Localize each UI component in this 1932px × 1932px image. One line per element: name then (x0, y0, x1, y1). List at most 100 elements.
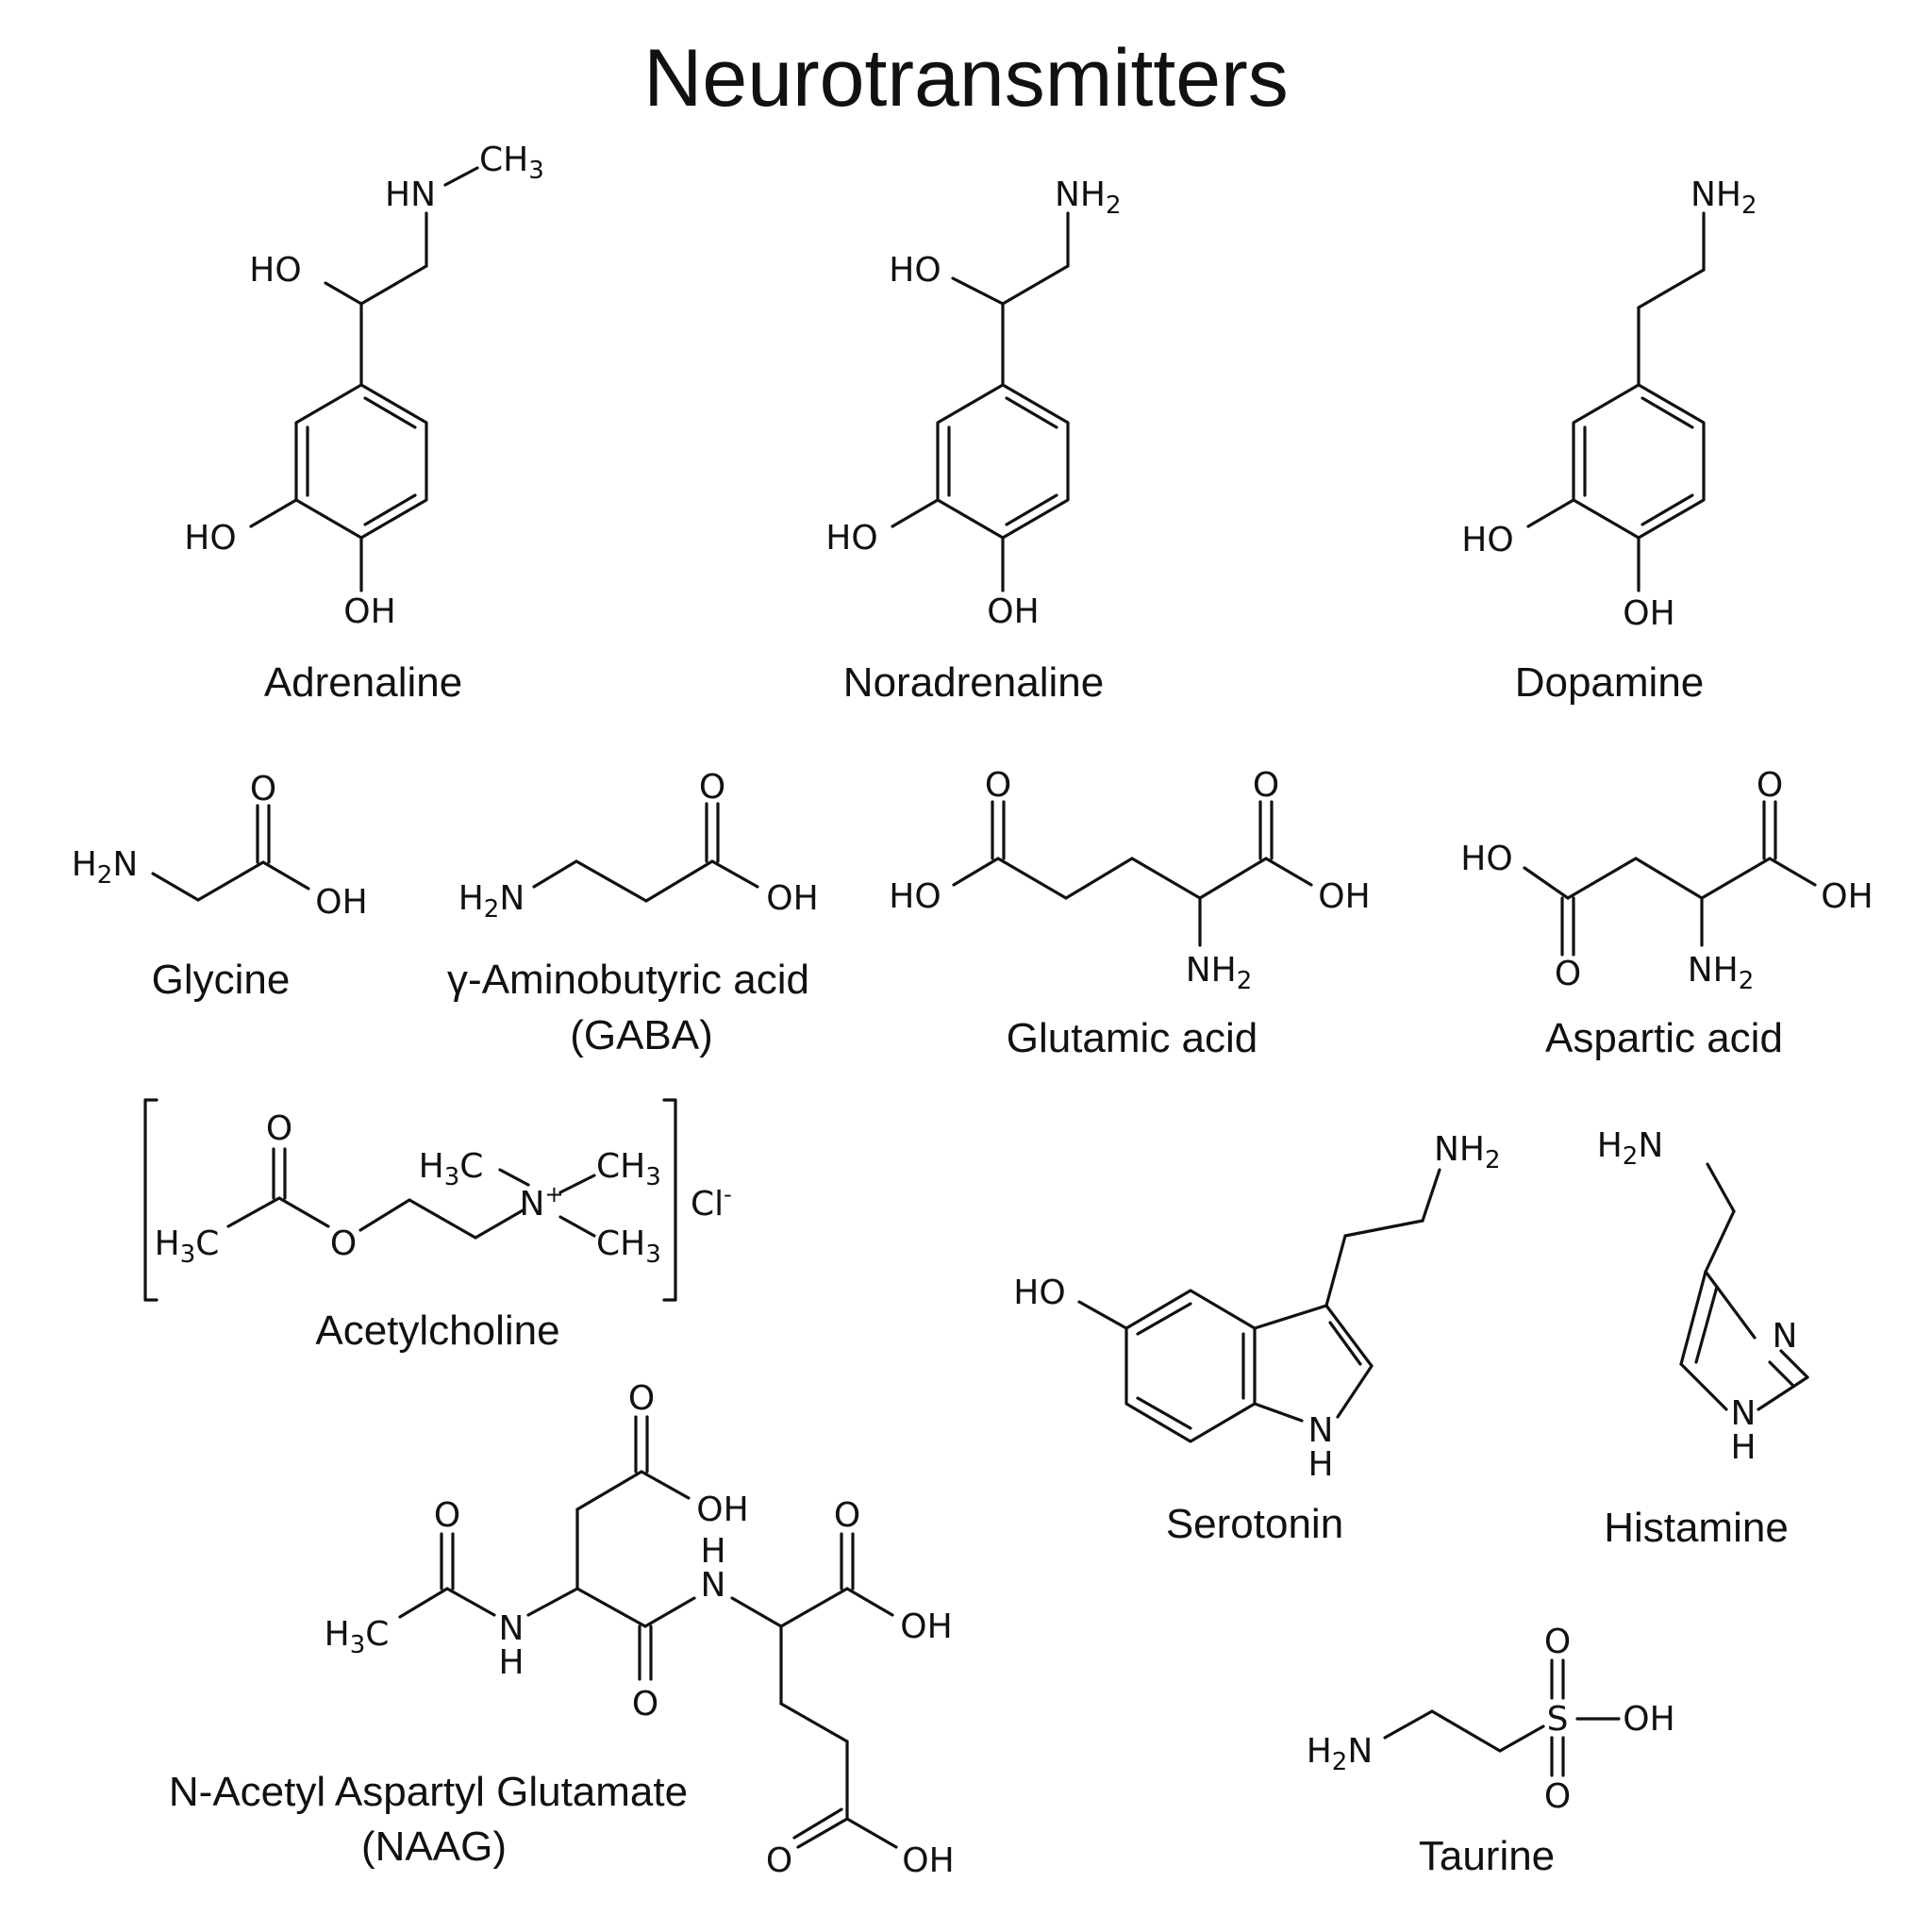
aspartic-acid-bonds (1523, 800, 1817, 957)
aspartic-acid-name: Aspartic acid (1545, 1015, 1783, 1061)
naag-nh2-h: H (700, 1532, 725, 1571)
serotonin-structure: HO NH2 N H Serotonin (1013, 1130, 1500, 1547)
acetylcholine-n-plus: N+ (519, 1181, 563, 1224)
naag-oh-glu-bottom: OH (902, 1841, 954, 1880)
acetylcholine-cl-minus: Cl- (691, 1181, 732, 1224)
dopamine-name: Dopamine (1515, 659, 1705, 706)
serotonin-ho: HO (1013, 1274, 1065, 1312)
glutamic-acid-nh2: NH2 (1186, 951, 1253, 995)
acetylcholine-h3c-n: H3C (419, 1147, 484, 1191)
dopamine-oh-ring: OH (1623, 594, 1674, 633)
glutamic-acid-structure: O HO O OH NH2 Glutamic acid (889, 766, 1370, 1061)
acetylcholine-name: Acetylcholine (315, 1307, 559, 1354)
adrenaline-structure: HO HN CH3 HO OH Adrenaline (184, 141, 543, 706)
serotonin-name: Serotonin (1166, 1501, 1343, 1547)
taurine-oh: OH (1623, 1700, 1674, 1739)
glycine-oh: OH (315, 883, 367, 922)
glycine-structure: H2N O OH Glycine (72, 770, 368, 1003)
noradrenaline-ho-side: HO (889, 251, 941, 290)
serotonin-nh-h: H (1307, 1445, 1333, 1484)
aspartic-acid-o-top: O (1757, 766, 1783, 805)
taurine-o-top: O (1544, 1623, 1571, 1661)
adrenaline-bonds (249, 166, 479, 592)
glutamic-acid-bonds (952, 800, 1313, 947)
histamine-nh-n: N (1731, 1394, 1757, 1433)
glutamic-acid-oh: OH (1318, 877, 1370, 916)
naag-nh1-h: H (498, 1643, 524, 1682)
histamine-h2n: H2N (1597, 1126, 1664, 1171)
noradrenaline-name: Noradrenaline (843, 659, 1104, 706)
acetylcholine-h3c-acetyl: H3C (155, 1224, 220, 1269)
histamine-structure: H2N N N H Histamine (1597, 1126, 1809, 1551)
noradrenaline-ho-ring: HO (825, 519, 877, 558)
histamine-bonds (1679, 1162, 1809, 1411)
gaba-abbrev: (GABA) (570, 1012, 713, 1058)
noradrenaline-nh2: NH2 (1055, 175, 1122, 220)
naag-o-asp-top: O (628, 1379, 655, 1418)
taurine-o-bottom: O (1544, 1777, 1571, 1816)
taurine-bonds (1383, 1658, 1621, 1777)
glycine-o: O (250, 770, 276, 808)
gaba-oh: OH (766, 879, 818, 918)
aspartic-acid-ho: HO (1460, 840, 1512, 878)
glycine-name: Glycine (152, 957, 291, 1003)
naag-o-glu-top: O (834, 1496, 860, 1535)
aspartic-acid-o-bottom: O (1555, 955, 1581, 993)
acetylcholine-structure: O H3C O N+ H3C CH3 CH3 Cl- Acetylcholine (143, 1098, 732, 1354)
naag-o-glu-bottom: O (766, 1841, 792, 1880)
gaba-structure: H2N O OH γ-Aminobutyric acid (GABA) (447, 768, 819, 1058)
glycine-bonds (151, 804, 310, 902)
acetylcholine-o-carbonyl: O (266, 1109, 292, 1148)
acetylcholine-ch3-top: CH3 (596, 1147, 661, 1191)
adrenaline-oh-ring: OH (343, 592, 395, 631)
naag-h3c: H3C (325, 1615, 390, 1659)
aspartic-acid-oh: OH (1821, 877, 1873, 916)
sheet-title: Neurotransmitters (643, 33, 1288, 124)
noradrenaline-structure: HO NH2 HO OH Noradrenaline (825, 175, 1121, 706)
taurine-structure: H2N S O O OH Taurine (1307, 1623, 1675, 1879)
noradrenaline-oh-ring: OH (987, 592, 1039, 631)
glutamic-acid-ho: HO (889, 877, 941, 916)
acetylcholine-ch3-bottom: CH3 (596, 1224, 661, 1269)
naag-nh2-n: N (701, 1566, 726, 1605)
gaba-o: O (699, 768, 725, 807)
glutamic-acid-o-left: O (985, 766, 1011, 805)
histamine-n-ring: N (1773, 1317, 1798, 1356)
naag-oh-asp: OH (696, 1491, 748, 1529)
serotonin-nh-n: N (1308, 1411, 1334, 1450)
serotonin-nh2: NH2 (1434, 1130, 1501, 1174)
adrenaline-name: Adrenaline (264, 659, 462, 706)
histamine-nh-h: H (1730, 1428, 1756, 1467)
glutamic-acid-name: Glutamic acid (1007, 1015, 1258, 1061)
naag-nh1-n: N (499, 1609, 525, 1648)
dopamine-nh2: NH2 (1690, 175, 1757, 220)
taurine-h2n: H2N (1307, 1732, 1374, 1776)
adrenaline-hn: HN (385, 175, 436, 214)
aspartic-acid-structure: HO O O OH NH2 Aspartic acid (1460, 766, 1873, 1061)
gaba-h2n: H2N (458, 879, 525, 924)
naag-bonds (398, 1415, 898, 1849)
naag-oh-glu-top: OH (900, 1607, 952, 1646)
serotonin-bonds (1077, 1168, 1441, 1443)
naag-o-amide: O (632, 1685, 658, 1724)
dopamine-ho-ring: HO (1461, 521, 1513, 559)
adrenaline-ch3: CH3 (479, 141, 544, 185)
taurine-name: Taurine (1419, 1833, 1555, 1879)
adrenaline-ho-side: HO (249, 251, 301, 290)
histamine-name: Histamine (1604, 1505, 1789, 1551)
naag-structure: O H3C N H O OH O H N O OH O OH N-Acetyl … (169, 1379, 955, 1880)
acetylcholine-bonds (143, 1098, 677, 1302)
dopamine-structure: NH2 HO OH Dopamine (1461, 175, 1757, 706)
naag-abbrev: (NAAG) (361, 1824, 507, 1870)
noradrenaline-bonds (891, 211, 1070, 592)
adrenaline-ho-ring: HO (184, 519, 236, 558)
dopamine-bonds (1526, 211, 1706, 592)
taurine-s: S (1547, 1700, 1569, 1739)
gaba-bonds (532, 802, 759, 903)
aspartic-acid-nh2: NH2 (1688, 951, 1755, 995)
gaba-name: γ-Aminobutyric acid (447, 957, 809, 1003)
glycine-h2n: H2N (72, 845, 139, 890)
glutamic-acid-o-right: O (1253, 766, 1279, 805)
acetylcholine-o-ester: O (330, 1224, 357, 1263)
